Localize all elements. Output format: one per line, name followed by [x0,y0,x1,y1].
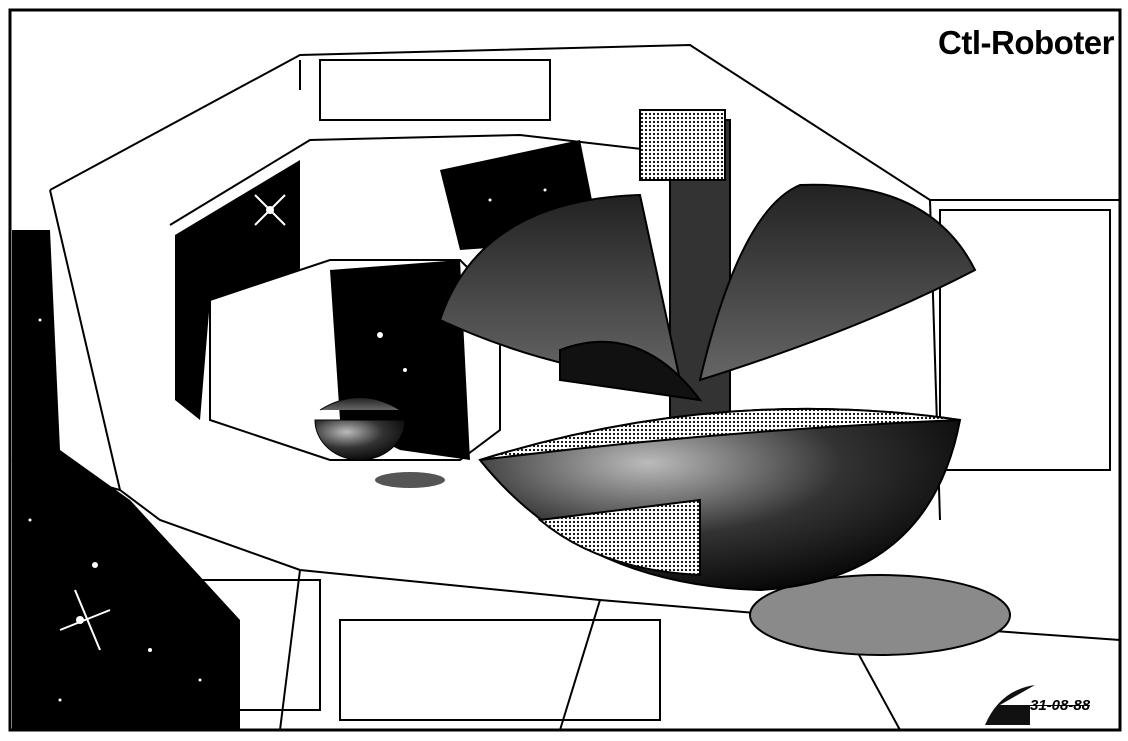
illustration-title: Ctl-Roboter [938,24,1114,61]
artist-signature-mark [985,685,1035,725]
signature-date: 31-08-88 [1030,697,1091,714]
robot [438,109,977,592]
floor-shadow [749,574,1011,656]
distant-robot-sphere [314,397,406,461]
